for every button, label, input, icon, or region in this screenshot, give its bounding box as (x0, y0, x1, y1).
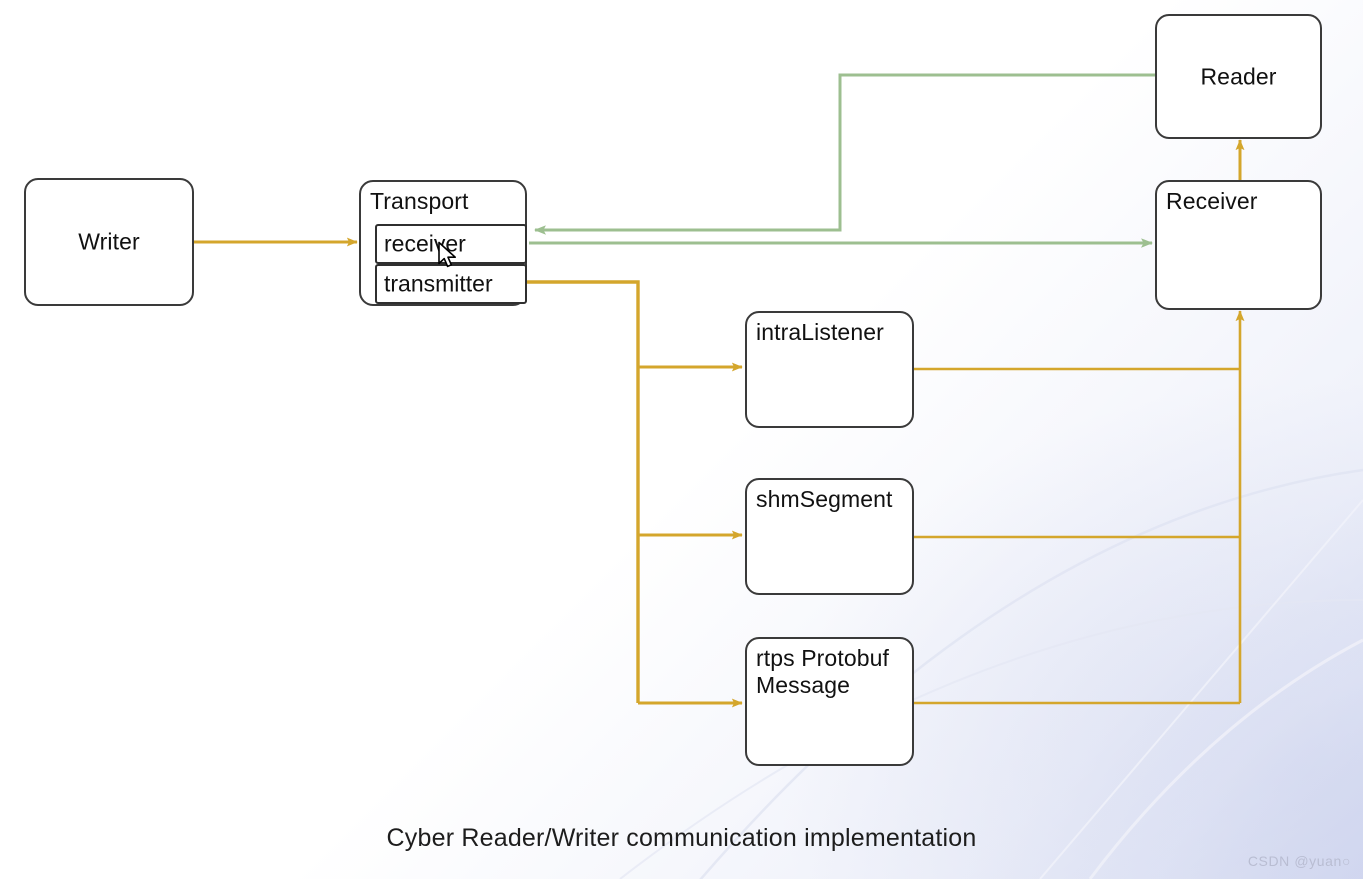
node-transport-transmitter[interactable]: transmitter (375, 264, 527, 304)
node-intra-listener[interactable]: intraListener (745, 311, 914, 428)
node-transport-label: Transport (370, 188, 469, 214)
node-receiver[interactable]: Receiver (1155, 180, 1322, 310)
csdn-watermark: CSDN @yuan○ (1247, 853, 1351, 869)
node-intra-listener-label: intraListener (756, 319, 884, 345)
node-transport[interactable]: Transport receiver transmitter (359, 180, 527, 306)
node-reader[interactable]: Reader (1155, 14, 1322, 139)
node-rtps-message-label: rtps Protobuf Message (756, 645, 889, 698)
node-transport-transmitter-label: transmitter (384, 270, 493, 297)
node-receiver-label: Receiver (1166, 188, 1258, 214)
node-shm-segment-label: shmSegment (756, 486, 893, 512)
edge-reader-to-transport-receiver (534, 73, 1156, 235)
node-reader-label: Reader (1200, 63, 1277, 90)
node-shm-segment[interactable]: shmSegment (745, 478, 914, 595)
node-transport-receiver[interactable]: receiver (375, 224, 527, 264)
node-writer[interactable]: Writer (24, 178, 194, 306)
diagram-caption: Cyber Reader/Writer communication implem… (386, 824, 977, 852)
node-writer-label: Writer (78, 228, 140, 255)
node-transport-receiver-label: receiver (384, 230, 466, 257)
edge-transmitter-trunk (527, 280, 640, 703)
node-rtps-message[interactable]: rtps Protobuf Message (745, 637, 914, 766)
